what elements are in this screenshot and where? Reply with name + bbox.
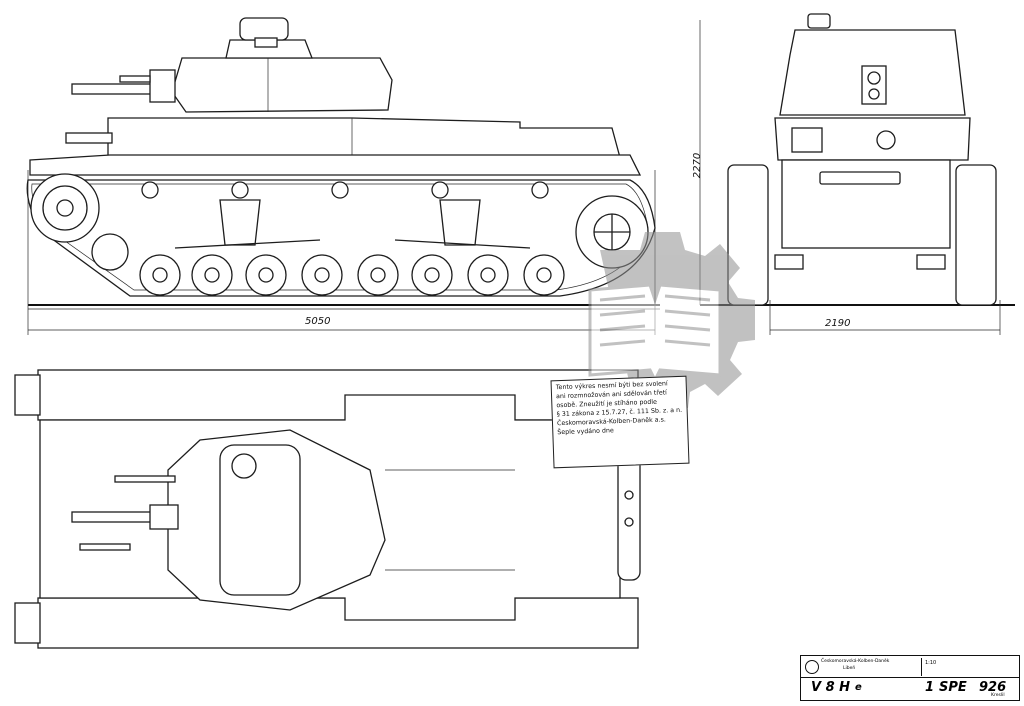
wheel-hub	[152, 267, 168, 283]
top-cupola	[231, 453, 257, 479]
drawing-scale: 1:10	[925, 660, 937, 666]
return-roller	[331, 181, 349, 199]
top-coax-mg	[79, 543, 131, 551]
road-wheel	[523, 254, 565, 296]
suspension-bogie-rear	[439, 199, 481, 246]
front-gun-muzzle	[867, 71, 881, 85]
signature-label: Kreslil	[991, 693, 1005, 698]
company-cell: Českomoravská-Kolben-Daněk Libeň	[803, 658, 922, 676]
gun-mantlet	[149, 69, 176, 103]
model-designation: V 8 H	[811, 680, 851, 695]
road-wheel	[139, 254, 181, 296]
road-wheel	[191, 254, 233, 296]
top-mantlet	[149, 504, 179, 530]
return-roller	[231, 181, 249, 199]
top-view	[14, 369, 641, 649]
road-wheels	[139, 254, 565, 296]
right-track-front	[955, 164, 997, 306]
front-mg-port	[868, 88, 880, 100]
road-wheel	[357, 254, 399, 296]
company-name: Českomoravská-Kolben-Daněk	[821, 659, 890, 664]
road-wheel	[411, 254, 453, 296]
turret-body	[171, 57, 393, 113]
cupola-hatch	[239, 17, 289, 41]
leaf-spring-front	[174, 239, 321, 249]
road-wheel	[467, 254, 509, 296]
muffler-bolt	[624, 517, 634, 527]
wheel-hub	[258, 267, 274, 283]
top-sprocket-right	[14, 602, 41, 644]
drawing-series: SPE	[939, 680, 967, 695]
title-block: Českomoravská-Kolben-Daněk Libeň 1:10 V …	[800, 655, 1020, 701]
top-track-right	[37, 597, 639, 649]
top-main-gun	[71, 511, 163, 523]
sprocket-hub	[42, 185, 88, 231]
front-plate-handle	[819, 171, 901, 185]
top-track-left	[37, 369, 639, 421]
title-row: V 8 H e 1 SPE 926 Kreslil	[801, 677, 1019, 701]
tow-hook-right	[916, 254, 946, 270]
model-suffix: e	[855, 682, 862, 693]
wheel-hub	[480, 267, 496, 283]
wheel-hub	[424, 267, 440, 283]
sprocket-center	[56, 199, 74, 217]
wheel-hub	[536, 267, 552, 283]
width-dimension-label: 2190	[825, 318, 851, 329]
wheel-hub	[204, 267, 220, 283]
return-roller	[431, 181, 449, 199]
drive-sprocket	[30, 173, 100, 243]
hull-mg-ball	[876, 130, 896, 150]
tension-wheel	[91, 233, 129, 271]
front-hull-upper	[774, 117, 971, 161]
left-track-front	[727, 164, 769, 306]
sheet-number: 1	[925, 680, 935, 695]
drawing-number: 926	[979, 680, 1007, 695]
height-dimension-label: 2270	[692, 152, 704, 179]
wheel-hub	[370, 267, 386, 283]
hull-mg	[65, 132, 113, 144]
book-gear-emblem-icon	[588, 232, 755, 408]
suspension-bogie-front	[219, 199, 261, 246]
wheel-hub	[314, 267, 330, 283]
road-wheel	[301, 254, 343, 296]
track-fender	[29, 154, 642, 176]
road-wheel	[245, 254, 287, 296]
front-view	[699, 13, 1015, 335]
tow-hook-left	[774, 254, 804, 270]
top-hull-mg	[114, 475, 176, 483]
top-turret-roof	[219, 444, 301, 596]
front-cupola	[807, 13, 831, 29]
return-roller	[531, 181, 549, 199]
top-sprocket-left	[14, 374, 41, 416]
length-dimension-label: 5050	[305, 316, 331, 327]
coax-mg	[119, 75, 151, 83]
company-logo-icon	[805, 660, 819, 674]
side-view	[26, 17, 660, 335]
muffler-bolt	[624, 490, 634, 500]
vision-port	[254, 37, 278, 48]
copyright-notice: Tento výkres nesmí býti bez svolení ani …	[550, 375, 690, 469]
driver-visor	[791, 127, 823, 153]
leaf-spring-rear	[394, 239, 531, 249]
company-sub: Libeň	[843, 666, 856, 671]
return-roller	[141, 181, 159, 199]
